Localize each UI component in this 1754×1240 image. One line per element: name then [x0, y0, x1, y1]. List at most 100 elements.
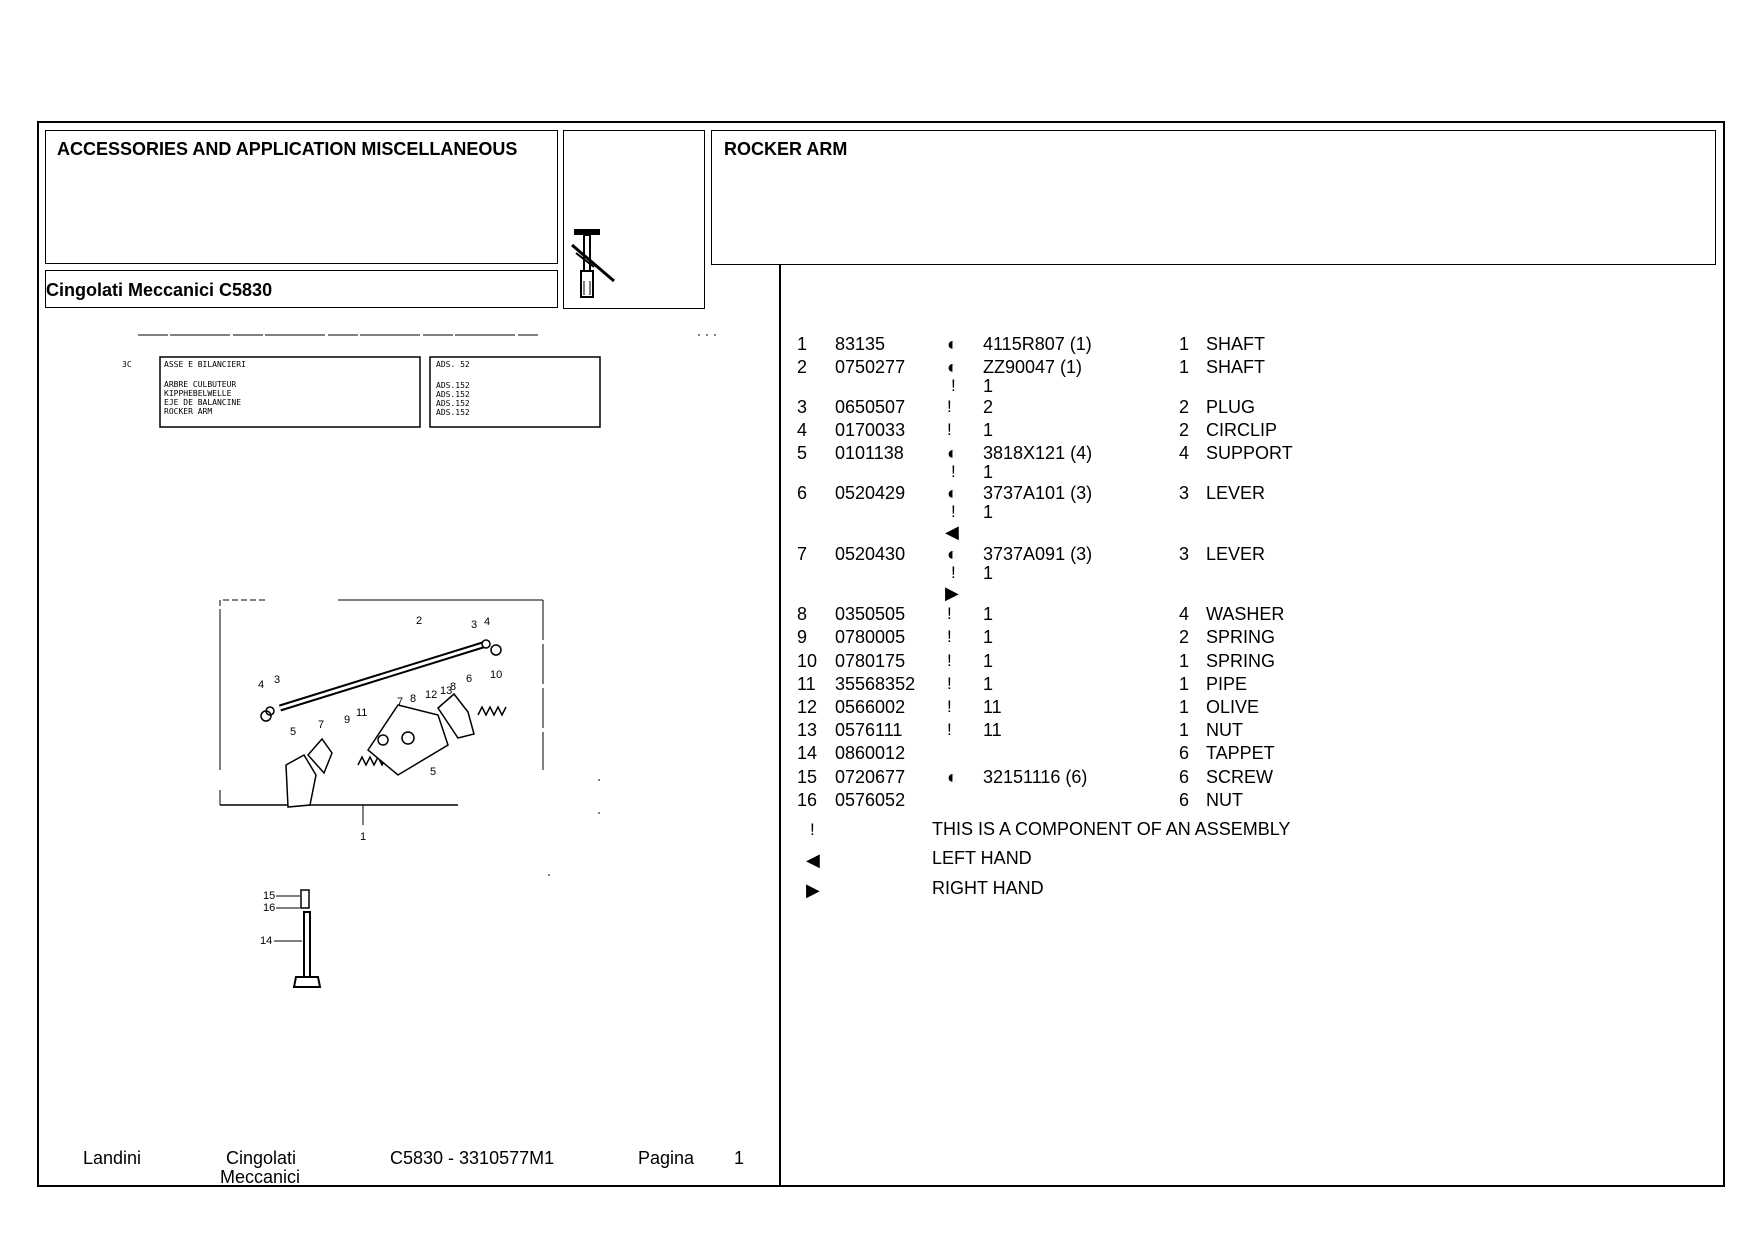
section-title: ACCESSORIES AND APPLICATION MISCELLANEOU…: [57, 139, 518, 159]
part-description: TAPPET: [1206, 743, 1275, 763]
part-description: CIRCLIP: [1206, 420, 1278, 440]
svg-text:1: 1: [360, 831, 366, 843]
part-number: 11: [797, 674, 816, 694]
replacement-mark-icon: ◐: [947, 544, 958, 564]
part-quantity: 1: [1179, 720, 1190, 740]
part-quantity: 4: [1179, 604, 1190, 624]
caption-right-2: ADS.152: [436, 381, 470, 390]
assembly-quantity: 1: [983, 502, 994, 522]
part-reference: 11: [983, 697, 1002, 717]
part-reference: 3737A091 (3): [983, 544, 1093, 564]
assembly-quantity: 1: [983, 376, 994, 396]
part-number: 16: [797, 790, 818, 810]
part-number: 10: [797, 651, 818, 671]
part-number: 15: [797, 767, 818, 787]
part-number: 13: [797, 720, 818, 740]
group-title-box: ROCKER ARM: [711, 130, 1716, 265]
part-code: 0860012: [835, 743, 906, 763]
svg-text:15: 15: [263, 890, 275, 902]
replacement-mark-icon: ◐: [947, 443, 958, 463]
part-code: 0650507: [835, 397, 906, 417]
assembly-component-mark: !: [947, 627, 952, 646]
caption-left-3: KIPPHEBELWELLE: [164, 389, 232, 398]
part-code: 0520430: [835, 544, 906, 564]
svg-text:14: 14: [260, 935, 272, 947]
svg-text:10: 10: [490, 669, 502, 681]
section-title-box: ACCESSORIES AND APPLICATION MISCELLANEOU…: [45, 130, 558, 264]
assembly-component-mark: !: [951, 462, 956, 481]
part-quantity: 1: [1179, 697, 1190, 717]
part-code: 0576052: [835, 790, 906, 810]
part-code: 0576111: [835, 720, 903, 740]
part-quantity: 2: [1179, 397, 1190, 417]
legend-item-1: !: [810, 819, 815, 840]
part-description: NUT: [1206, 720, 1243, 740]
part-code: 0720677: [835, 767, 906, 787]
part-reference: 4115R807 (1): [983, 334, 1092, 354]
part-quantity: 1: [1179, 357, 1190, 377]
svg-text:6: 6: [466, 673, 472, 685]
part-number: 5: [797, 443, 808, 463]
svg-text:2: 2: [416, 615, 422, 627]
part-description: SPRING: [1206, 627, 1276, 647]
svg-text:12: 12: [425, 689, 437, 701]
legend-symbol-assembly: !: [810, 820, 815, 839]
caption-right-1: ADS. 52: [436, 360, 470, 369]
part-number: 4: [797, 420, 808, 440]
part-quantity: 4: [1179, 443, 1190, 463]
part-description: SHAFT: [1206, 357, 1266, 377]
model-title: Cingolati Meccanici C5830: [46, 280, 273, 300]
part-reference: 1: [983, 651, 994, 671]
part-number: 9: [797, 627, 808, 647]
svg-text:8: 8: [450, 681, 456, 693]
part-description: SHAFT: [1206, 334, 1266, 354]
svg-text:3C: 3C: [122, 360, 132, 369]
svg-text:5: 5: [430, 766, 436, 778]
assembly-quantity: 1: [983, 563, 994, 583]
part-description: LEVER: [1206, 544, 1266, 564]
part-description: SUPPORT: [1206, 443, 1293, 463]
part-description: OLIVE: [1206, 697, 1260, 717]
part-number: 2: [797, 357, 808, 377]
part-description: SCREW: [1206, 767, 1273, 787]
footer-brand: Landini: [83, 1148, 142, 1168]
part-reference: 3818X121 (4): [983, 443, 1093, 463]
group-title: ROCKER ARM: [724, 139, 848, 159]
part-description: WASHER: [1206, 604, 1285, 624]
footer-series-line1: Cingolati: [226, 1148, 297, 1168]
replacement-mark-icon: ◐: [947, 767, 958, 787]
legend-item-2: ◀: [806, 850, 820, 871]
assembly-component-mark: !: [947, 651, 952, 670]
exploded-parts-drawing: 3C ASSE E BILANCIERI ARBRE CULBUTEUR KIP…: [122, 334, 718, 988]
svg-text:3: 3: [274, 674, 280, 686]
replacement-mark-icon: ◐: [947, 483, 958, 503]
tappet-thumbnail-box: [563, 130, 705, 309]
part-reference: 1: [983, 627, 994, 647]
part-description: SPRING: [1206, 651, 1276, 671]
panel-divider: [779, 264, 781, 1186]
part-description: PLUG: [1206, 397, 1256, 417]
left-hand-arrow-icon: ◀: [945, 522, 959, 542]
svg-text:13: 13: [440, 685, 452, 697]
part-number: 6: [797, 483, 808, 503]
footer-page-label: Pagina: [638, 1148, 695, 1168]
part-reference: 3737A101 (3): [983, 483, 1093, 503]
part-quantity: 3: [1179, 544, 1190, 564]
assembly-component-mark: !: [947, 397, 952, 416]
part-reference: 1: [983, 674, 994, 694]
part-description: LEVER: [1206, 483, 1266, 503]
caption-right-4: ADS.152: [436, 399, 470, 408]
assembly-component-mark: !: [947, 604, 952, 623]
assembly-component-mark: !: [951, 502, 956, 521]
part-code: 0780175: [835, 651, 906, 671]
legend-item-3: ▶: [806, 880, 820, 901]
page-frame: [37, 121, 1725, 1187]
svg-text:16: 16: [263, 902, 275, 914]
svg-text:11: 11: [356, 707, 367, 719]
part-quantity: 6: [1179, 743, 1190, 763]
assembly-component-mark: !: [947, 674, 952, 693]
assembly-quantity: 1: [983, 462, 994, 482]
part-quantity: 2: [1179, 420, 1190, 440]
legend-text-1: THIS IS A COMPONENT OF AN ASSEMBLY: [932, 819, 1291, 839]
assembly-component-mark: !: [951, 563, 956, 582]
